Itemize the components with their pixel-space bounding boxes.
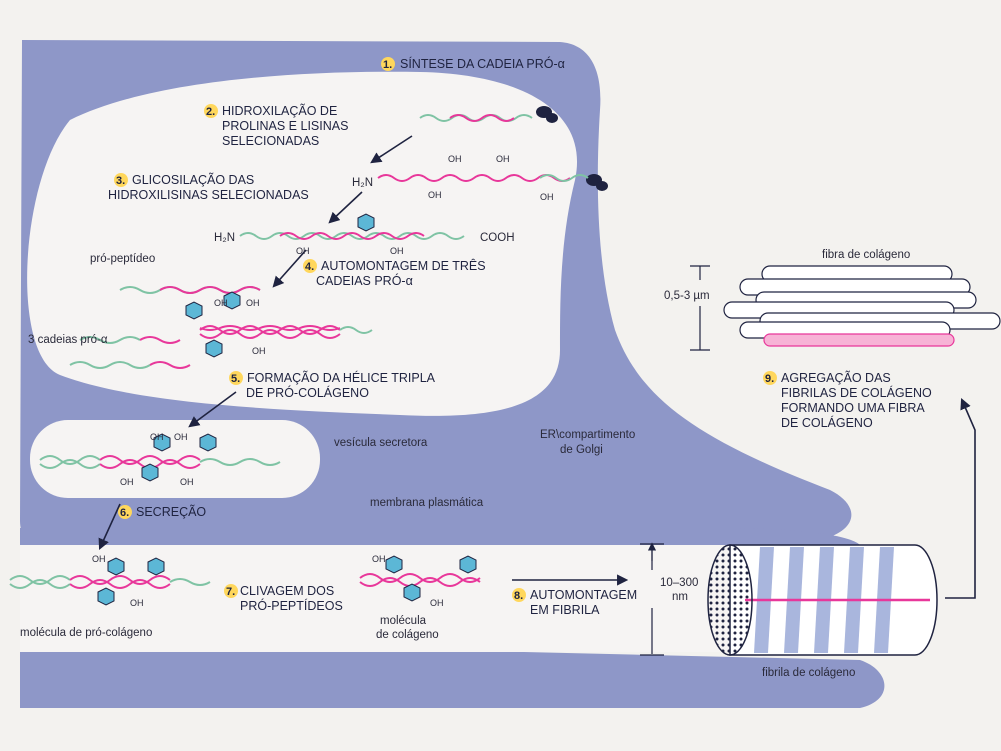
oh-label: OH [540,192,554,202]
step-1-label: SÍNTESE DA CADEIA PRÓ-α [400,56,565,71]
oh-label: OH [246,298,260,308]
step-7-label: PRÓ-PEPTÍDEOS [240,598,343,613]
sugar-hexagon-icon [200,434,216,451]
fiber-diameter-label: 0,5-3 µm [664,290,710,302]
step-7-label: CLIVAGEM DOS [240,584,334,598]
oh-label: OH [496,154,510,164]
step-number: 9. [765,373,774,385]
step-number: 8. [514,590,523,602]
step-5-label: FORMAÇÃO DA HÉLICE TRIPLA [247,370,436,385]
oh-label: OH [214,298,228,308]
step-3-label: GLICOSILAÇÃO DAS [132,173,254,187]
sugar-hexagon-icon [206,340,222,357]
step-9-label: DE COLÁGENO [781,415,873,430]
er-golgi-label: ER\compartimento [540,429,635,441]
sugar-hexagon-icon [386,556,402,573]
oh-label: OH [428,190,442,200]
step-9-label: FIBRILAS DE COLÁGENO [781,385,932,400]
oh-label: OH [430,598,444,608]
step-6-label: SECREÇÃO [136,505,206,519]
pro-alpha-chains-label: 3 cadeias pró-α [28,334,108,346]
step-number: 6. [120,507,129,519]
cell-cytoplasm-lower [20,528,860,545]
step-number: 1. [383,59,392,71]
amino-terminus-label: H₂N [352,177,373,189]
oh-label: OH [120,477,134,487]
amino-terminus-label: H₂N [214,232,235,244]
oh-label: OH [150,432,164,442]
oh-label: OH [448,154,462,164]
oh-label: OH [174,432,188,442]
collagen-molecule-label: molécula [380,615,427,627]
collagen-fiber-label: fibra de colágeno [822,249,910,261]
step-2-label: PROLINAS E LISINAS [222,119,348,133]
step-number: 4. [305,261,314,273]
step-5-label: DE PRÓ-COLÁGENO [246,385,369,400]
sugar-hexagon-icon [142,464,158,481]
oh-label: OH [252,346,266,356]
procollagen-label: molécula de pró-colágeno [20,627,152,639]
fibril-diameter-label: nm [672,591,688,603]
step-number: 7. [226,586,235,598]
secretory-vesicle-label: vesícula secretora [334,437,428,449]
step-4-label: AUTOMONTAGEM DE TRÊS [321,258,486,273]
step-9-label: AGREGAÇÃO DAS [781,371,891,385]
oh-label: OH [180,477,194,487]
collagen-fibril-label: fibrila de colágeno [762,667,855,679]
fibril-diameter-label: 10–300 [660,577,698,589]
sugar-hexagon-icon [186,302,202,319]
step-9-label: FORMANDO UMA FIBRA [781,401,925,415]
step-number: 5. [231,373,240,385]
collagen-molecule-label: de colágeno [376,629,439,641]
sugar-hexagon-icon [98,588,114,605]
oh-label: OH [130,598,144,608]
step-3-label: HIDROXILISINAS SELECIONADAS [108,188,309,202]
plasma-membrane-label: membrana plasmática [370,497,484,509]
oh-label: OH [296,246,310,256]
sugar-hexagon-icon [404,584,420,601]
sugar-hexagon-icon [460,556,476,573]
step-number: 2. [206,106,215,118]
step-8-label: EM FIBRILA [530,603,600,617]
er-golgi-label: de Golgi [560,444,603,456]
step-8-label: AUTOMONTAGEM [530,588,637,602]
oh-label: OH [92,554,106,564]
step-4-label: CADEIAS PRÓ-α [316,273,413,288]
collagen-fiber [724,266,1000,346]
sugar-hexagon-icon [148,558,164,575]
step-2-label: HIDROXILAÇÃO DE [222,104,337,118]
sugar-hexagon-icon [358,214,374,231]
sugar-hexagon-icon [108,558,124,575]
step-2-label: SELECIONADAS [222,134,319,148]
oh-label: OH [390,246,404,256]
carboxyl-terminus-label: COOH [480,232,515,244]
collagen-fibril [708,545,937,655]
oh-label: OH [372,554,386,564]
step-number: 3. [116,175,125,187]
pro-peptide-label: pró-peptídeo [90,253,155,265]
